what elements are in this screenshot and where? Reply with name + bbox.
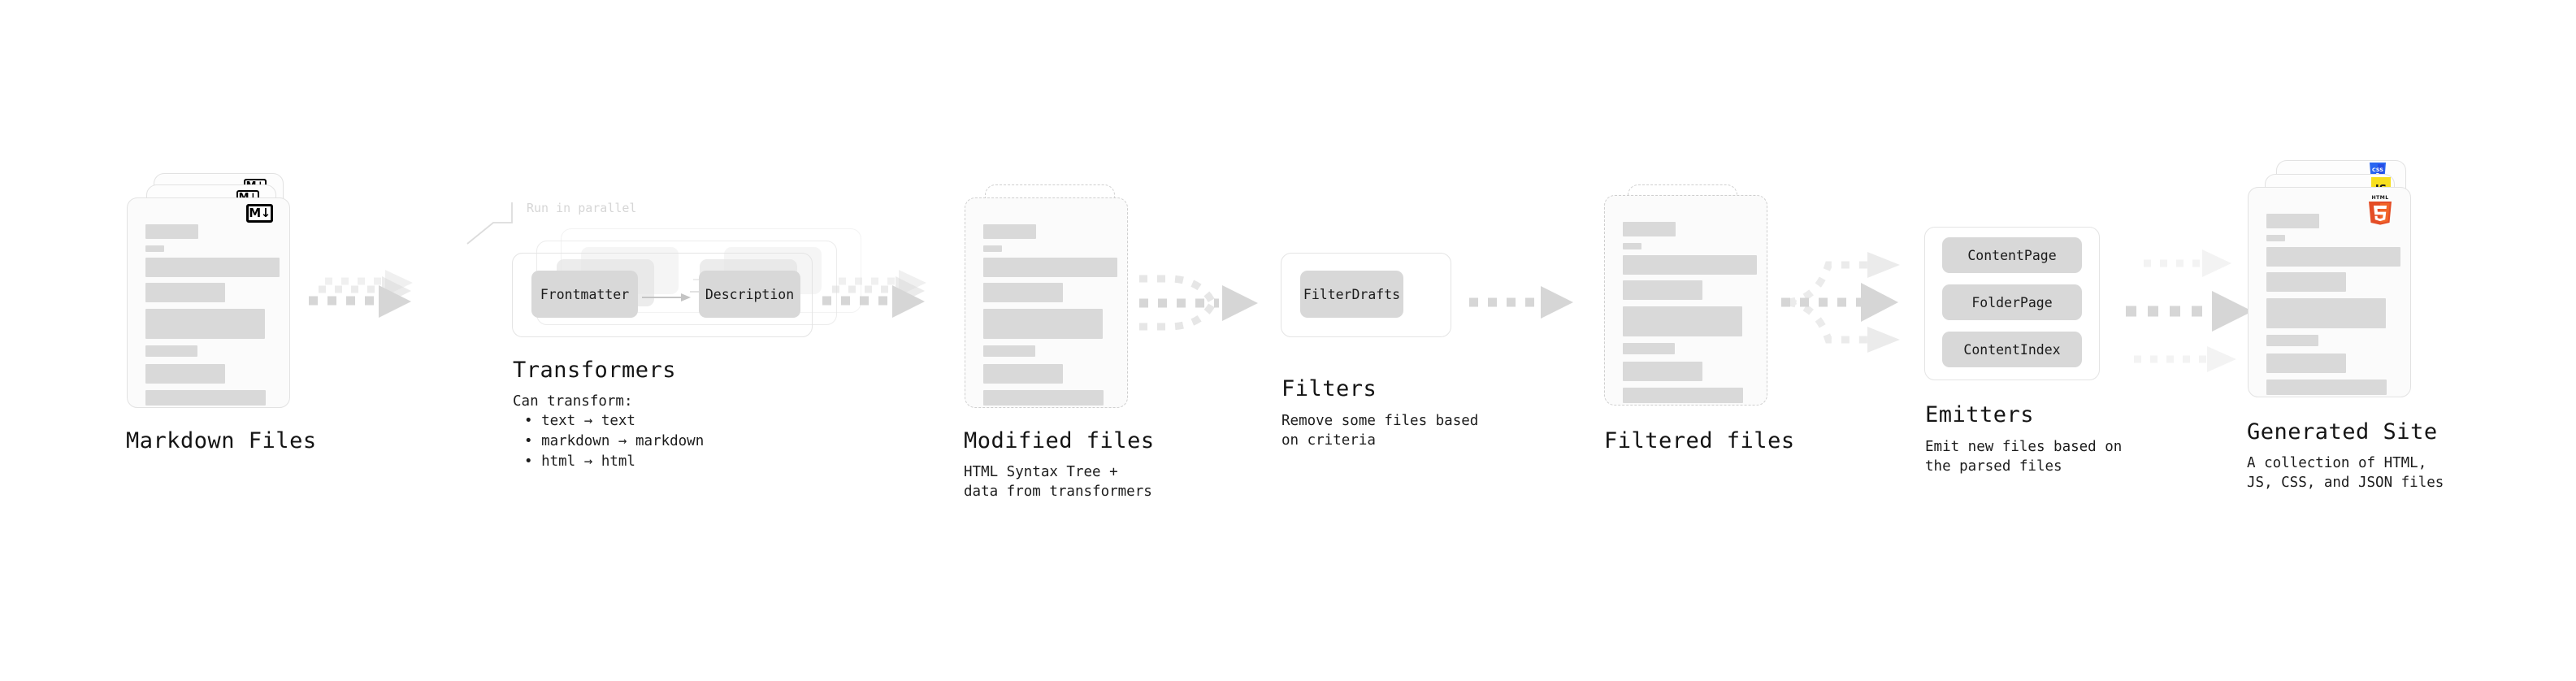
doc-bar [1623, 362, 1702, 381]
connector-emitters-to-site [2126, 249, 2253, 372]
modified-card-front [965, 197, 1128, 408]
doc-bar [983, 364, 1063, 384]
doc-bar [983, 245, 1002, 252]
doc-bar [2266, 354, 2346, 373]
doc-bar [1623, 343, 1675, 354]
doc-bar [1623, 388, 1743, 403]
emitter-chip-folderpage[interactable]: FolderPage [1942, 284, 2082, 320]
markdown-card-front [127, 197, 290, 408]
transformer-chip-label: Description [705, 286, 795, 302]
modified-files-title: Modified files [964, 428, 1155, 453]
doc-bar [2266, 214, 2319, 228]
emitter-chip-contentindex[interactable]: ContentIndex [1942, 332, 2082, 367]
doc-bar [983, 345, 1035, 357]
doc-bar [145, 390, 266, 406]
connector-filters-to-filtered [1469, 286, 1573, 319]
connector-markdown-to-transformers [309, 270, 413, 318]
filters-desc: Remove some files based on criteria [1281, 413, 1479, 449]
transformer-chip-frontmatter[interactable]: Frontmatter [531, 271, 638, 318]
svg-text:HTML: HTML [2371, 195, 2388, 201]
transformer-chip-label: Frontmatter [540, 286, 630, 302]
markdown-badge-glyph: M↓ [249, 206, 271, 220]
emitters-desc: Emit new files based on the parsed files [1925, 439, 2123, 475]
doc-bar [145, 364, 225, 384]
transformers-group-box-front [512, 253, 813, 337]
emitter-chip-contentpage[interactable]: ContentPage [1942, 237, 2082, 273]
emitter-chip-label: FolderPage [1971, 294, 2053, 310]
doc-bar [145, 283, 225, 302]
run-in-parallel-bracket [466, 202, 513, 245]
doc-bar [983, 224, 1036, 239]
connector-transformers-to-modified [822, 270, 926, 318]
doc-bar [983, 390, 1104, 406]
transformers-desc: Can transform: [513, 393, 633, 410]
doc-bar [1623, 306, 1742, 336]
doc-bar [983, 258, 1117, 277]
doc-bar [2266, 235, 2285, 241]
generated-site-title: Generated Site [2247, 419, 2438, 445]
filtered-files-title: Filtered files [1604, 428, 1795, 453]
doc-bar [2266, 298, 2386, 328]
transformers-title: Transformers [513, 358, 677, 383]
generated-card-front [2248, 187, 2411, 397]
doc-bar [2266, 380, 2387, 395]
transformer-inner-arrow-front [642, 293, 691, 301]
doc-bar [145, 258, 280, 277]
emitters-title: Emitters [1925, 402, 2035, 427]
doc-bar [145, 245, 164, 252]
connector-modified-to-filters [1139, 275, 1258, 331]
svg-text:CSS: CSS [2372, 167, 2383, 173]
doc-bar [145, 345, 197, 357]
doc-bar [145, 224, 198, 239]
filtered-card-front [1604, 195, 1767, 406]
doc-bar [2266, 247, 2400, 267]
doc-bar [1623, 255, 1757, 275]
transformers-bullet-2: • markdown → markdown [524, 433, 705, 449]
transformers-bullet-3: • html → html [524, 453, 635, 470]
doc-bar [145, 309, 265, 339]
transformers-bullet-1: • text → text [524, 413, 635, 429]
generated-site-desc: A collection of HTML, JS, CSS, and JSON … [2247, 455, 2444, 491]
doc-bar [1623, 243, 1641, 249]
filter-chip-filterdrafts[interactable]: FilterDrafts [1300, 271, 1403, 318]
filter-chip-label: FilterDrafts [1303, 286, 1401, 302]
run-in-parallel-label: Run in parallel [527, 201, 637, 215]
emitter-chip-label: ContentIndex [1963, 341, 2061, 358]
markdown-badge-front: M↓ [246, 204, 273, 223]
modified-files-desc: HTML Syntax Tree + data from transformer… [964, 464, 1152, 500]
markdown-files-title: Markdown Files [126, 428, 317, 453]
doc-bar [2266, 272, 2346, 292]
doc-bar [983, 309, 1103, 339]
emitters-group-box [1924, 227, 2100, 380]
emitter-chip-label: ContentPage [1967, 247, 2057, 263]
transformer-chip-description[interactable]: Description [699, 271, 800, 318]
filters-title: Filters [1281, 376, 1377, 401]
doc-bar [1623, 222, 1676, 236]
filters-group-box [1281, 253, 1451, 337]
connector-filtered-to-emitters [1781, 252, 1900, 353]
doc-bar [983, 283, 1063, 302]
doc-bar [2266, 335, 2318, 346]
html5-icon: HTML [2369, 195, 2392, 225]
doc-bar [1623, 280, 1702, 300]
